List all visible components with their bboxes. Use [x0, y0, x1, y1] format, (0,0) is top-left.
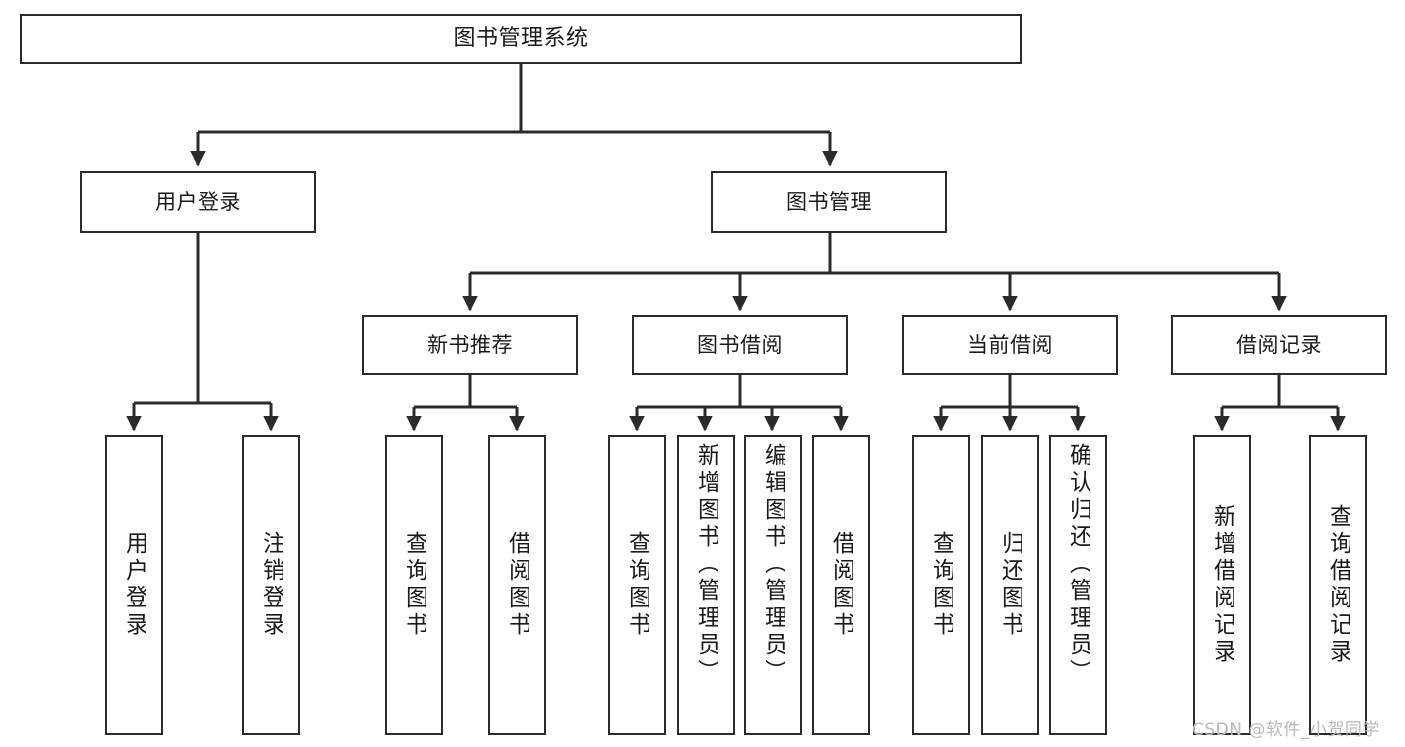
node-label: 借阅记录 — [1236, 332, 1322, 357]
node-book-manage[interactable]: 图书管理 — [711, 171, 947, 233]
node-leaf-query-book-borrow[interactable]: 查询图书 — [608, 435, 666, 735]
node-book-borrow[interactable]: 图书借阅 — [632, 315, 848, 375]
node-user-login[interactable]: 用户登录 — [80, 171, 316, 233]
csdn-watermark: CSDN @软件_小贺同学 — [1192, 720, 1380, 740]
node-label: 新增借阅记录 — [1210, 504, 1234, 666]
node-label: 新增图书（管理员） — [694, 443, 718, 686]
node-leaf-user-login[interactable]: 用户登录 — [105, 435, 163, 735]
node-label: 借阅图书 — [829, 531, 853, 639]
node-label: 图书管理系统 — [453, 25, 589, 51]
node-leaf-user-logout[interactable]: 注销登录 — [242, 435, 300, 735]
node-leaf-query-book-current[interactable]: 查询图书 — [912, 435, 970, 735]
node-leaf-add-book-admin[interactable]: 新增图书（管理员） — [677, 435, 735, 735]
node-leaf-edit-book-admin[interactable]: 编辑图书（管理员） — [744, 435, 802, 735]
node-root-book-management-system[interactable]: 图书管理系统 — [20, 14, 1022, 64]
node-label: 用户登录 — [122, 531, 146, 639]
node-label: 确认归还（管理员） — [1066, 443, 1090, 686]
node-label: 图书管理 — [786, 189, 872, 214]
node-label: 查询图书 — [402, 531, 426, 639]
node-label: 编辑图书（管理员） — [761, 443, 785, 686]
node-label: 归还图书 — [998, 531, 1022, 639]
node-leaf-query-borrow-record[interactable]: 查询借阅记录 — [1309, 435, 1367, 735]
node-leaf-confirm-return-admin[interactable]: 确认归还（管理员） — [1049, 435, 1107, 735]
node-current-borrow[interactable]: 当前借阅 — [902, 315, 1118, 375]
node-borrow-record[interactable]: 借阅记录 — [1171, 315, 1387, 375]
node-label: 借阅图书 — [505, 531, 529, 639]
node-leaf-borrow-book[interactable]: 借阅图书 — [812, 435, 870, 735]
node-leaf-return-book[interactable]: 归还图书 — [981, 435, 1039, 735]
node-label: 用户登录 — [155, 189, 241, 214]
node-label: 查询图书 — [929, 531, 953, 639]
node-leaf-query-book-recommend[interactable]: 查询图书 — [385, 435, 443, 735]
node-label: 新书推荐 — [427, 332, 513, 357]
node-leaf-borrow-book-recommend[interactable]: 借阅图书 — [488, 435, 546, 735]
node-leaf-add-borrow-record[interactable]: 新增借阅记录 — [1193, 435, 1251, 735]
node-label: 注销登录 — [259, 531, 283, 639]
node-label: 查询图书 — [625, 531, 649, 639]
node-label: 当前借阅 — [967, 332, 1053, 357]
node-new-book-recommend[interactable]: 新书推荐 — [362, 315, 578, 375]
node-label: 图书借阅 — [697, 332, 783, 357]
node-label: 查询借阅记录 — [1326, 504, 1350, 666]
